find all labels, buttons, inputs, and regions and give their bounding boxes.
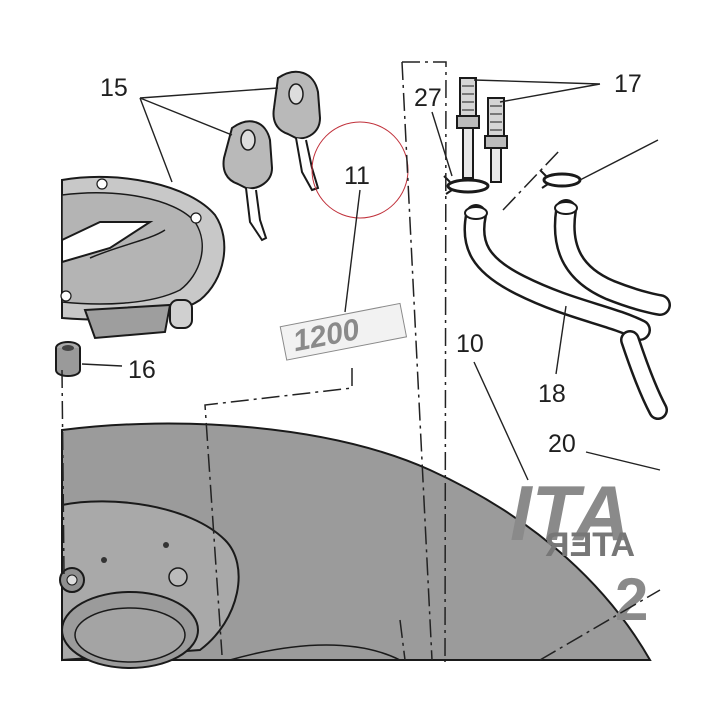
callout-20: 20 xyxy=(548,430,576,458)
decal-10-partial: 2 xyxy=(615,566,648,633)
fitting-17-left xyxy=(456,77,480,179)
callout-15: 15 xyxy=(100,74,128,102)
decal-10-text: ITA xyxy=(510,469,630,557)
callout-18: 18 xyxy=(538,380,566,408)
fitting-17-right xyxy=(484,97,508,183)
clamp-27-left xyxy=(443,175,490,195)
clamp-27-right xyxy=(539,169,582,189)
fuel-tank xyxy=(59,422,652,669)
callout-16: 16 xyxy=(128,356,156,384)
fuel-cap-assembly xyxy=(60,175,226,340)
callout-17: 17 xyxy=(614,70,642,98)
hose-18 xyxy=(463,199,671,420)
decal-11: 1200 xyxy=(279,302,408,361)
assembly-lines xyxy=(61,61,661,663)
decal-10-mirror-text: ATER xyxy=(545,526,635,564)
key-right xyxy=(272,70,322,192)
callout-labels: 15 17 27 11 16 10 18 20 xyxy=(100,70,642,458)
callout-10: 10 xyxy=(456,330,484,358)
decal-11-text: 1200 xyxy=(290,313,362,358)
decal-10: ITA ATER 2 xyxy=(510,469,648,633)
key-left xyxy=(222,120,274,242)
grommet-16 xyxy=(55,341,81,377)
callout-27: 27 xyxy=(414,84,442,112)
leader-lines xyxy=(81,79,661,481)
callout-11: 11 xyxy=(344,162,370,190)
